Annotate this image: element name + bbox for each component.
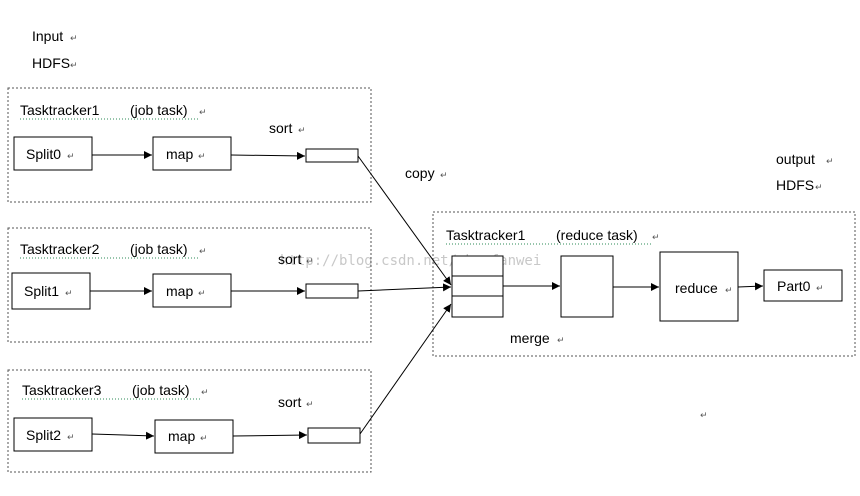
tracker-2-border [7, 227, 372, 343]
svg-text:↵: ↵ [557, 336, 565, 346]
copy-label: copy [405, 165, 435, 181]
map-to-sort-arrow-3 [232, 431, 308, 440]
merge-buffer [451, 255, 504, 318]
tracker-2-title: Tasktracker2 [20, 241, 100, 257]
svg-text:↵: ↵ [70, 34, 78, 44]
map-to-sort-arrow-1 [230, 151, 306, 160]
tracker-3-title: Tasktracker3 [22, 382, 102, 398]
stray-return-mark: ↵ [700, 411, 708, 421]
svg-text:↵: ↵ [200, 434, 208, 444]
output-hdfs-label: HDFS [776, 177, 814, 193]
sort-buffer-2 [305, 283, 359, 299]
input-hdfs-label: HDFS [32, 55, 70, 71]
svg-text:↵: ↵ [826, 157, 834, 167]
sort-buffer-3 [307, 427, 361, 444]
split-label-2: Split1 [24, 283, 59, 299]
svg-text:↵: ↵ [67, 433, 75, 443]
svg-text:↵: ↵ [298, 126, 306, 136]
svg-text:↵: ↵ [816, 284, 824, 294]
split-box-1 [13, 136, 93, 171]
sort-label-2: sort [278, 251, 301, 267]
part-label: Part0 [777, 278, 811, 294]
copy-arrow-3 [359, 303, 452, 435]
part-box [763, 269, 843, 302]
map-label-2: map [166, 283, 193, 299]
split-box-3 [13, 417, 93, 452]
reduce-tracker-title: Tasktracker1 [446, 227, 526, 243]
reduce-to-part-arrow [737, 282, 764, 291]
tracker-3-border [7, 369, 372, 473]
sort-label-3: sort [278, 394, 301, 410]
svg-text:↵: ↵ [725, 286, 733, 296]
svg-text:↵: ↵ [67, 152, 75, 162]
tracker-1-title: Tasktracker1 [20, 102, 100, 118]
split-label-3: Split2 [26, 427, 61, 443]
svg-text:↵: ↵ [65, 289, 73, 299]
merge-label: merge [510, 330, 550, 346]
tracker-1-role: (job task) [130, 102, 188, 118]
merged-output-box [560, 255, 614, 318]
reduce-tracker-role: (reduce task) [556, 227, 638, 243]
tracker-1-border [7, 87, 372, 203]
svg-text:↵: ↵ [201, 388, 209, 398]
copy-arrow-2 [357, 283, 452, 292]
map-label-3: map [168, 428, 195, 444]
reduce-tracker: Tasktracker1 (reduce task) ↵ merge ↵ red… [432, 211, 856, 357]
tracker-3-role: (job task) [132, 382, 190, 398]
svg-text:↵: ↵ [652, 233, 660, 243]
svg-text:↵: ↵ [306, 400, 314, 410]
reduce-label: reduce [675, 280, 718, 296]
map-tracker-2: Tasktracker2 (job task) ↵ Split1 ↵ map ↵… [7, 227, 372, 343]
map-tracker-1: Tasktracker1 (job task) ↵ Split0 ↵ map ↵… [7, 87, 372, 203]
svg-text:↵: ↵ [198, 152, 206, 162]
svg-text:↵: ↵ [199, 247, 207, 257]
svg-text:↵: ↵ [70, 61, 78, 71]
split-label-1: Split0 [26, 146, 61, 162]
input-label: Input [32, 28, 63, 44]
map-box-1 [152, 136, 232, 171]
sort-label-1: sort [269, 120, 292, 136]
svg-text:↵: ↵ [199, 108, 207, 118]
split-box-2 [11, 272, 91, 310]
svg-text:↵: ↵ [198, 289, 206, 299]
tracker-2-role: (job task) [130, 241, 188, 257]
reduce-tracker-border [432, 211, 856, 357]
svg-text:↵: ↵ [440, 171, 448, 181]
map-box-3 [154, 419, 234, 454]
reduce-box [659, 251, 739, 322]
svg-text:↵: ↵ [306, 257, 314, 267]
copy-arrow-1 [357, 155, 452, 286]
map-tracker-3: Tasktracker3 (job task) ↵ Split2 ↵ map ↵… [7, 369, 372, 473]
map-box-2 [152, 273, 232, 308]
output-label: output [776, 151, 815, 167]
map-label-1: map [166, 146, 193, 162]
svg-text:↵: ↵ [815, 183, 823, 193]
split-to-map-arrow-3 [91, 431, 155, 440]
sort-buffer-1 [305, 148, 359, 163]
